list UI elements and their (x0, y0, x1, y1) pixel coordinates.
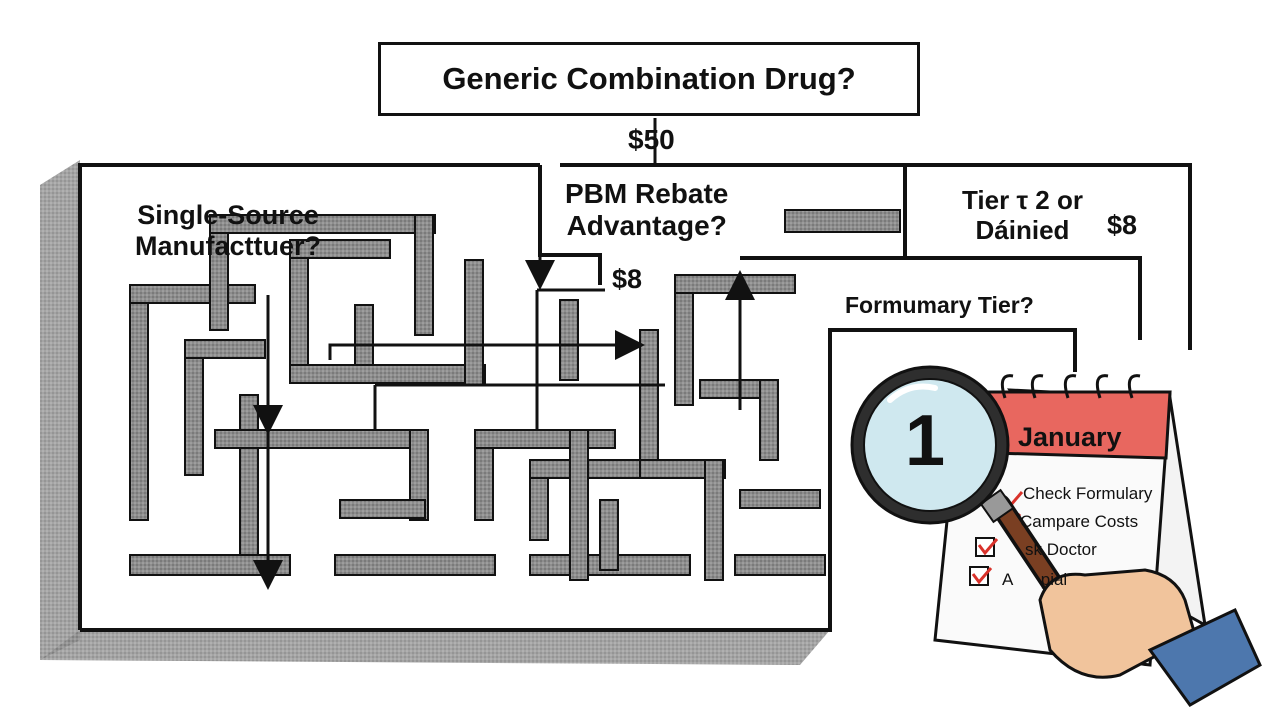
mid-price-label: $8 (612, 264, 643, 294)
maze-frame (78, 163, 1192, 632)
maze-shadow (40, 160, 830, 665)
single-source-label: Single-Source Manufacttuer? (135, 200, 322, 262)
tier-label: Tier τ 2 or Dáinied (962, 185, 1083, 245)
calendar-item-1: Check Formulary (1023, 484, 1153, 503)
magnifier-number: 1 (905, 401, 946, 481)
maze-paths (253, 118, 755, 590)
title-text: Generic Combination Drug? (442, 61, 856, 96)
top-price-label: $50 (628, 124, 675, 155)
calendar-item-4: A pial (1002, 570, 1068, 589)
tier-price-label: $8 (1107, 210, 1138, 240)
calendar-item-2: Campare Costs (1020, 512, 1139, 531)
calendar-month: January (1018, 422, 1122, 452)
maze-walls (129, 209, 901, 581)
pbm-rebate-label: PBM Rebate Advantage? (565, 178, 729, 242)
calendar-item-3: sk Doctor (1025, 540, 1097, 559)
formulary-tier-label: Formumary Tier? (845, 292, 1034, 318)
title-box: Generic Combination Drug? (378, 42, 920, 116)
hand (1038, 568, 1262, 707)
